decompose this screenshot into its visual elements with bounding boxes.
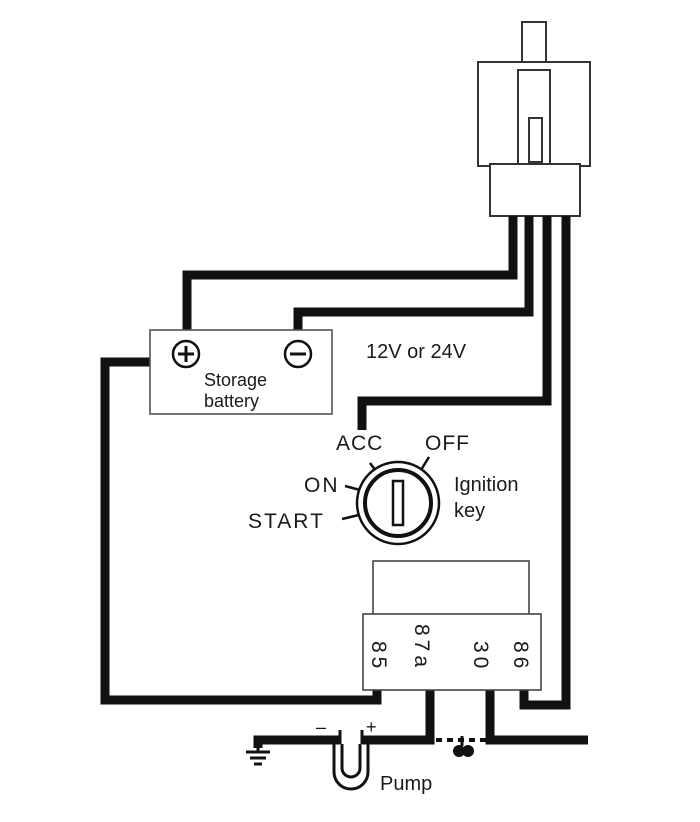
switch-label-on: ON — [304, 474, 340, 497]
ground-icon — [246, 748, 270, 766]
connector-pin — [521, 21, 547, 65]
switch-label-off: OFF — [425, 432, 470, 455]
relay-pin-87a: 87a — [410, 624, 433, 671]
pump: – + Pump — [316, 717, 432, 795]
relay-pin-30: 30 — [469, 641, 492, 672]
tick-on — [344, 484, 361, 492]
pump-plus-label: + — [366, 717, 377, 737]
switch-label-acc: ACC — [336, 432, 383, 455]
voltage-label: 12V or 24V — [366, 341, 467, 363]
tick-off — [419, 456, 431, 471]
connector-base — [489, 163, 581, 217]
ignition-label-line1: Ignition — [454, 474, 519, 496]
pump-label: Pump — [380, 773, 432, 795]
relay-base — [362, 613, 542, 691]
wire-relay-86 — [519, 216, 571, 710]
wire-pump-ground — [253, 735, 340, 748]
pump-inner — [340, 744, 362, 779]
pump-minus-label: – — [316, 717, 326, 737]
switch-label-start: START — [248, 510, 325, 533]
relay-top-block — [372, 560, 530, 616]
wire-relay-87a-pump — [362, 690, 435, 745]
tick-start — [341, 513, 360, 521]
ignition-switch: ACC OFF ON START Ignition key — [248, 432, 519, 546]
battery-label-line1: Storage — [204, 370, 267, 390]
wire-relay-30-out — [485, 690, 588, 745]
relay-pin-86: 86 — [509, 641, 532, 672]
ignition-label-line2: key — [454, 500, 485, 522]
storage-battery: Storage battery — [149, 329, 333, 415]
connector-plug — [477, 21, 591, 217]
pump-body — [332, 738, 370, 791]
relay: 85 87a 30 86 — [362, 560, 542, 691]
wires — [100, 216, 588, 748]
ignition-key-slot — [391, 479, 405, 527]
wire-battery-negative — [293, 216, 534, 332]
connector-latch — [528, 117, 543, 163]
wire-ignition-feed — [357, 216, 552, 430]
wire-relay-85 — [100, 357, 382, 705]
push-switch-icon — [453, 736, 474, 757]
battery-label-line2: battery — [204, 391, 259, 411]
relay-pin-85: 85 — [367, 641, 390, 672]
wire-battery-positive — [182, 216, 518, 332]
